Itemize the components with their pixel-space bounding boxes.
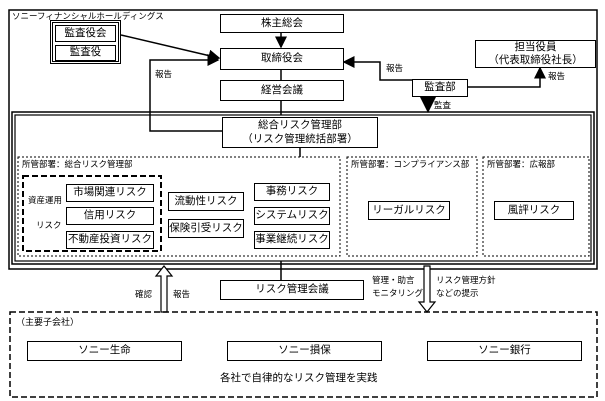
dept-pr-label: 所管部署：広報部 xyxy=(487,160,556,170)
policy-label-2: などの提示 xyxy=(436,289,479,299)
auditors-board-box: 監査役会 xyxy=(55,25,116,42)
market-risk-box: 市場関連リスク xyxy=(66,184,154,202)
guidance-label-2: モニタリング xyxy=(372,289,424,299)
report-officer-label: 報告 xyxy=(548,72,566,82)
sony-life-box: ソニー生命 xyxy=(27,341,182,361)
auditor-box: 監査役 xyxy=(55,45,116,61)
sony-bank-box: ソニー銀行 xyxy=(427,341,582,361)
report-up-label: 報告 xyxy=(173,290,191,300)
report-to-board-label: 報告 xyxy=(155,70,173,80)
shareholders-meeting-box: 株主総会 xyxy=(220,14,344,33)
executive-committee-box: 経営会議 xyxy=(220,80,344,101)
liquidity-risk-box: 流動性リスク xyxy=(168,192,244,211)
sony-insurance-box: ソニー損保 xyxy=(227,341,382,361)
asset-mgmt-label-2: リスク xyxy=(36,221,62,231)
legal-risk-box: リーガルリスク xyxy=(368,201,450,220)
report-audit-label: 報告 xyxy=(386,64,404,74)
policy-label-1: リスク管理方針 xyxy=(436,276,496,286)
company-name: ソニーフィナンシャルホールディングス xyxy=(12,12,164,22)
system-risk-box: システムリスク xyxy=(254,207,330,225)
risk-dept-line1: 総合リスク管理部 xyxy=(258,119,342,132)
risk-committee-box: リスク管理会議 xyxy=(220,280,364,300)
bcp-risk-box: 事業継続リスク xyxy=(254,231,330,249)
risk-dept-line2: （リスク管理統括部署） xyxy=(242,132,358,145)
audit-dept-box: 監査部 xyxy=(412,79,468,97)
realestate-risk-box: 不動産投資リスク xyxy=(66,231,154,249)
company-frame xyxy=(8,9,598,270)
dept-compliance-label: 所管部署：コンプライアンス部 xyxy=(351,160,470,170)
audit-arrow-label: 監査 xyxy=(434,101,452,111)
reputational-risk-box: 風評リスク xyxy=(494,201,574,220)
subsidiaries-title: （主要子会社） xyxy=(16,318,80,328)
insurance-risk-box: 保険引受リスク xyxy=(168,219,244,238)
officer-line1: 担当役員 xyxy=(514,40,557,53)
guidance-label-1: 管理・助言 xyxy=(372,276,415,286)
operational-risk-box: 事務リスク xyxy=(254,183,330,201)
officer-line2: （代表取締役社長） xyxy=(488,54,583,66)
dept-risk-label: 所管部署：総合リスク管理部 xyxy=(22,160,133,170)
risk-management-dept-box: 総合リスク管理部 （リスク管理統括部署） xyxy=(222,117,378,148)
credit-risk-box: 信用リスク xyxy=(66,207,154,225)
asset-mgmt-label-1: 資産運用 xyxy=(28,196,63,206)
board-of-directors-box: 取締役会 xyxy=(220,48,344,70)
autonomous-risk-text: 各社で自律的なリスク管理を実践 xyxy=(220,372,378,384)
officer-in-charge-box: 担当役員 （代表取締役社長） xyxy=(475,40,596,68)
confirm-label: 確認 xyxy=(135,290,153,300)
